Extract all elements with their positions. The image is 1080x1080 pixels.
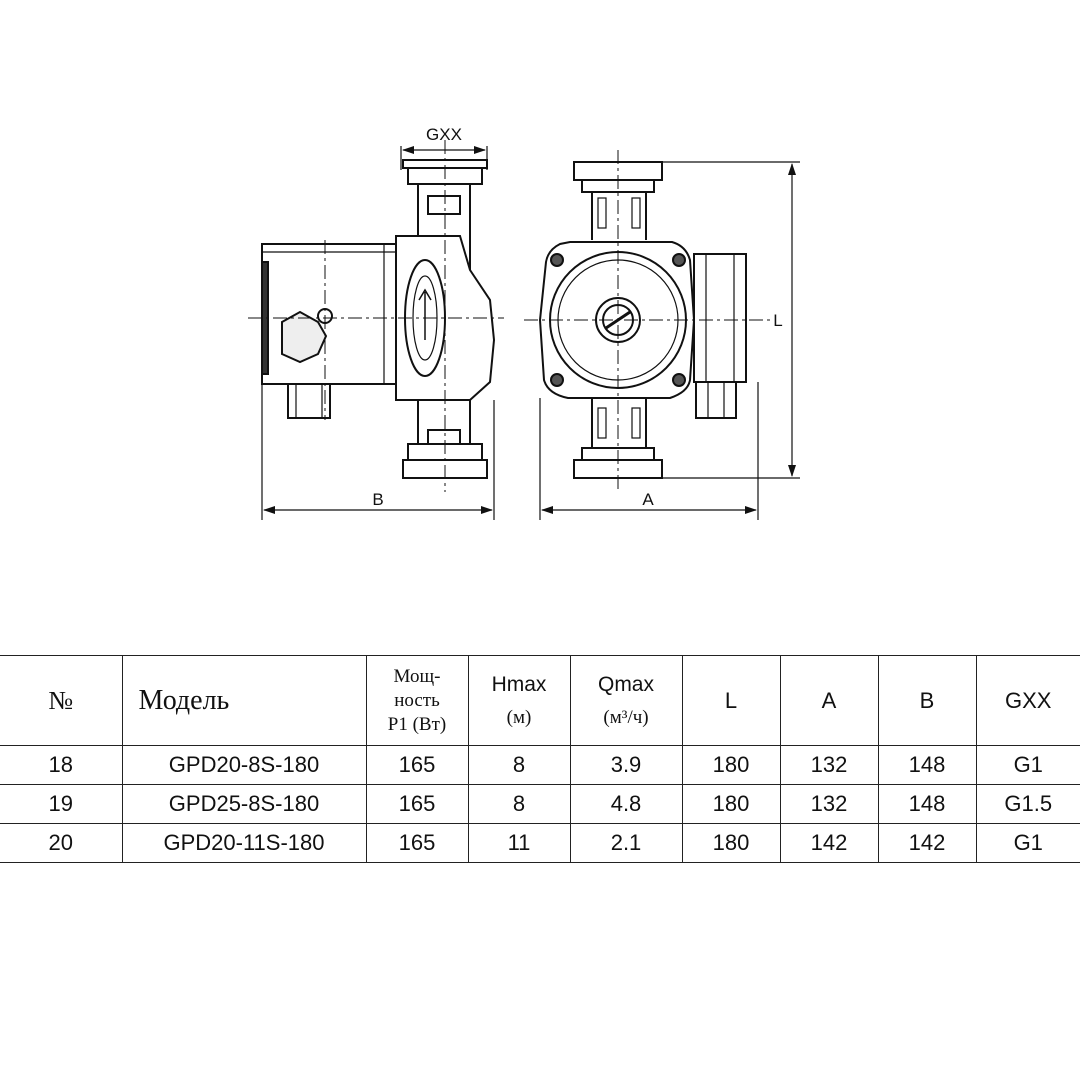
cell-hmax: 8 — [467, 784, 571, 824]
cell-b: 148 — [877, 745, 977, 785]
pump-drawing-svg: GXX B A L — [248, 125, 800, 520]
cell-l: 180 — [681, 784, 781, 824]
cell-model: GPD20-8S-180 — [121, 745, 367, 785]
header-power-line3: P1 (Вт) — [387, 713, 447, 735]
table-row: 18 GPD20-8S-180 165 8 3.9 180 132 148 G1 — [0, 745, 1080, 785]
header-gxx: GXX — [975, 655, 1080, 746]
cell-power: 165 — [365, 745, 469, 785]
cell-b: 148 — [877, 784, 977, 824]
pump-technical-drawing: GXX B A L — [248, 125, 800, 520]
cell-b: 142 — [877, 823, 977, 863]
header-power-line2: ность — [394, 689, 440, 711]
header-power: Мощ- ность P1 (Вт) — [365, 655, 469, 746]
cell-gxx: G1.5 — [975, 784, 1080, 824]
header-hmax-unit: (м) — [506, 706, 532, 728]
header-hmax: Hmax (м) — [467, 655, 571, 746]
cell-hmax: 11 — [467, 823, 571, 863]
cell-power: 165 — [365, 784, 469, 824]
cell-gxx: G1 — [975, 745, 1080, 785]
cell-qmax: 4.8 — [569, 784, 683, 824]
cell-a: 132 — [779, 784, 879, 824]
header-l: L — [681, 655, 781, 746]
header-hmax-label: Hmax — [491, 672, 547, 696]
dim-b-label: B — [372, 490, 383, 509]
cell-gxx: G1 — [975, 823, 1080, 863]
cell-qmax: 3.9 — [569, 745, 683, 785]
dim-a-label: A — [642, 490, 654, 509]
header-qmax-label: Qmax — [597, 672, 654, 696]
dim-l-label: L — [773, 311, 782, 330]
header-b: B — [877, 655, 977, 746]
cell-qmax: 2.1 — [569, 823, 683, 863]
cell-no: 19 — [0, 784, 123, 824]
header-qmax: Qmax (м³/ч) — [569, 655, 683, 746]
header-no: № — [0, 655, 123, 746]
table-row: 20 GPD20-11S-180 165 11 2.1 180 142 142 … — [0, 823, 1080, 863]
cell-no: 20 — [0, 823, 123, 863]
cell-a: 132 — [779, 745, 879, 785]
cell-no: 18 — [0, 745, 123, 785]
pump-side-view — [248, 140, 504, 520]
cell-model: GPD25-8S-180 — [121, 784, 367, 824]
header-model: Модель — [121, 655, 367, 746]
table-row: 19 GPD25-8S-180 165 8 4.8 180 132 148 G1… — [0, 784, 1080, 824]
header-a: A — [779, 655, 879, 746]
header-qmax-unit: (м³/ч) — [603, 706, 649, 728]
cell-model: GPD20-11S-180 — [121, 823, 367, 863]
cell-l: 180 — [681, 823, 781, 863]
dim-gxx-label: GXX — [426, 125, 462, 144]
cell-a: 142 — [779, 823, 879, 863]
pump-front-view — [524, 150, 800, 520]
table-header-row: № Модель Мощ- ность P1 (Вт) Hmax (м) Qma… — [0, 655, 1080, 746]
cell-hmax: 8 — [467, 745, 571, 785]
cell-l: 180 — [681, 745, 781, 785]
pump-spec-table: № Модель Мощ- ность P1 (Вт) Hmax (м) Qma… — [0, 655, 1080, 863]
header-power-line1: Мощ- — [393, 665, 441, 687]
cell-power: 165 — [365, 823, 469, 863]
